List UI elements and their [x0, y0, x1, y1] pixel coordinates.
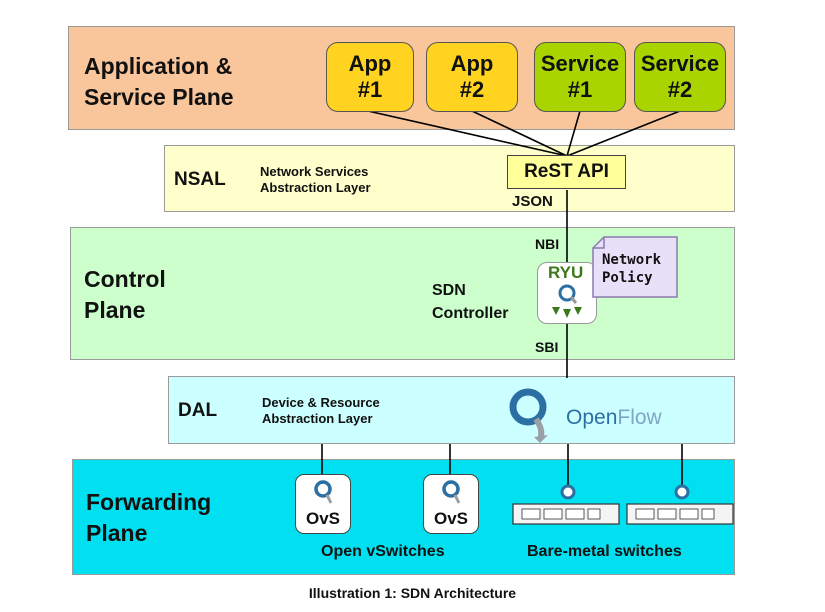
ovs-switch-2: OvS	[423, 474, 479, 534]
network-policy-note-icon	[592, 236, 678, 298]
control-plane-title-line2: Plane	[84, 297, 146, 323]
app-2-box: App #2	[426, 42, 518, 112]
rest-api-box: ReST API	[507, 155, 626, 189]
forwarding-plane-title-line1: Forwarding	[86, 489, 212, 515]
app-2-line1: App	[450, 51, 494, 76]
json-label: JSON	[512, 193, 553, 210]
app-1-box: App #1	[326, 42, 414, 112]
openflow-label: OpenFlow	[566, 406, 662, 430]
service-1-line1: Service	[540, 51, 620, 76]
app-2-line2: #2	[459, 77, 485, 102]
application-plane-title-line1: Application &	[84, 53, 233, 79]
dal-description: Device & Resource Abstraction Layer	[262, 395, 380, 427]
service-2-box: Service #2	[634, 42, 726, 112]
bare-metal-switch-1-icon	[512, 484, 620, 525]
ryu-logo-icon	[552, 284, 582, 318]
sdn-controller-label-line2: Controller	[432, 305, 509, 322]
dal-description-line2: Abstraction Layer	[262, 411, 373, 426]
ryu-label: RYU	[548, 263, 584, 282]
network-policy-line2: Policy	[602, 270, 653, 286]
sdn-controller-label: SDN Controller	[432, 279, 508, 325]
control-plane-title-line1: Control	[84, 266, 166, 292]
nsal-layer	[164, 145, 735, 212]
service-1-line2: #1	[567, 77, 593, 102]
forwarding-plane-title: Forwarding Plane	[86, 487, 211, 549]
control-plane-title: Control Plane	[84, 264, 166, 326]
nsal-label: NSAL	[174, 169, 226, 190]
network-policy-label: Network Policy	[602, 251, 661, 287]
ryu-controller-icon: RYU	[537, 262, 597, 324]
nsal-description-line2: Abstraction Layer	[260, 180, 371, 195]
openflow-label-flow: Flow	[617, 406, 662, 429]
service-1-box: Service #1	[534, 42, 626, 112]
app-1-line2: #1	[357, 77, 383, 102]
network-policy-line1: Network	[602, 252, 662, 268]
application-plane-title-line2: Service Plane	[84, 84, 234, 110]
service-2-line1: Service	[640, 51, 720, 76]
openflow-icon	[314, 480, 333, 504]
rest-api-label: ReST API	[524, 161, 609, 182]
app-1-line1: App	[348, 51, 392, 76]
dal-label: DAL	[178, 400, 218, 421]
ovs-label: OvS	[433, 509, 469, 528]
openflow-logo-icon	[509, 388, 548, 443]
ovs-label: OvS	[305, 509, 341, 528]
nsal-description-line1: Network Services	[260, 164, 369, 179]
ovs-switch-1: OvS	[295, 474, 351, 534]
nbi-label: NBI	[535, 236, 560, 252]
sdn-controller-label-line1: SDN	[432, 282, 466, 299]
openflow-label-open: Open	[566, 406, 618, 429]
application-plane-title: Application & Service Plane	[84, 51, 234, 113]
bare-metal-switch-2-icon	[626, 484, 734, 525]
dal-layer	[168, 376, 735, 444]
open-vswitches-label: Open vSwitches	[321, 543, 445, 560]
sbi-label: SBI	[535, 339, 559, 355]
openflow-icon	[442, 480, 461, 504]
nsal-description: Network Services Abstraction Layer	[260, 164, 371, 196]
figure-caption: Illustration 1: SDN Architecture	[308, 585, 517, 601]
forwarding-plane-title-line2: Plane	[86, 520, 148, 546]
service-2-line2: #2	[667, 77, 693, 102]
bare-metal-switches-label: Bare-metal switches	[527, 543, 682, 560]
dal-description-line1: Device & Resource	[262, 395, 380, 410]
forwarding-plane	[72, 459, 735, 575]
